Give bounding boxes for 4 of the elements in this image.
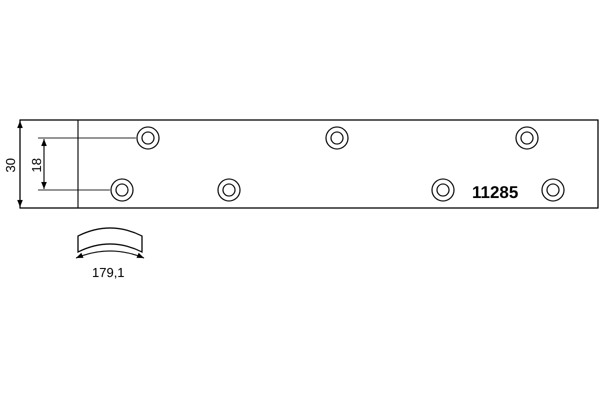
dimension-value: 30 bbox=[4, 158, 17, 172]
dimension-value: 179,1 bbox=[92, 266, 125, 279]
part-number: 11285 bbox=[472, 184, 518, 201]
dimension-value: 18 bbox=[30, 158, 43, 172]
